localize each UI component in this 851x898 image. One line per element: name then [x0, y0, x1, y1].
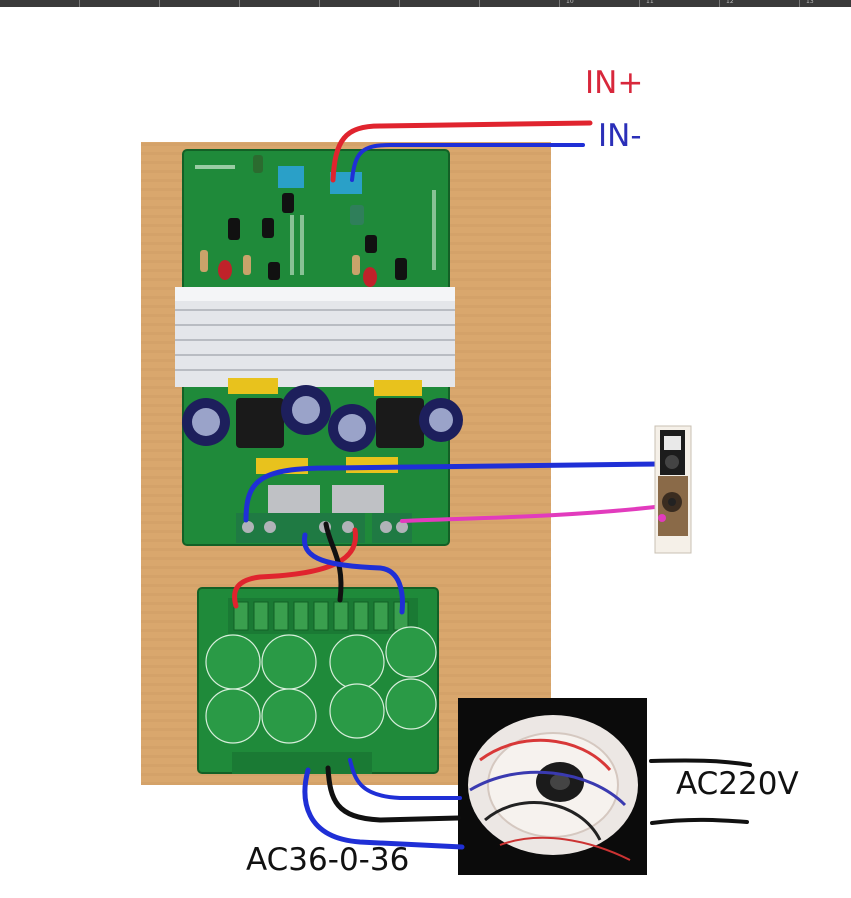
toroidal-transformer — [458, 698, 647, 875]
wire-in-minus — [350, 143, 585, 182]
ac-input-terminal — [232, 752, 372, 774]
filter-capacitor-footprint — [205, 626, 437, 744]
top-ruler: 10 11 12 13 — [0, 0, 851, 7]
input-positive-label: IN+ — [585, 65, 644, 101]
wire-secondary-b — [302, 767, 465, 850]
filter-capacitor — [332, 485, 384, 513]
wire-in-plus — [330, 120, 593, 183]
capacitor-icon — [228, 155, 407, 280]
wire-power-plus — [232, 527, 359, 609]
wire-secondary-a — [348, 758, 462, 800]
led-icon — [218, 260, 377, 287]
amplifier-pcb — [175, 149, 463, 546]
resistor-icon — [200, 250, 360, 275]
speaker-icon — [654, 425, 692, 554]
ruler-number: 10 — [566, 0, 574, 5]
ruler-number: 13 — [806, 0, 814, 5]
wire-secondary-ct — [325, 765, 461, 823]
large-capacitor-icon — [182, 385, 463, 452]
ruler-number: 12 — [726, 0, 734, 5]
wire-power-ground — [323, 521, 344, 603]
ruler-number: 11 — [646, 0, 654, 5]
mains-voltage-label: AC220V — [676, 766, 799, 802]
inductor — [236, 398, 284, 448]
input-negative-label: IN- — [598, 118, 642, 154]
wire-mains-l — [649, 758, 752, 767]
wire-speaker-plus — [400, 504, 666, 523]
relay — [228, 378, 278, 394]
wire-power-minus — [302, 532, 405, 615]
output-terminal-block — [236, 513, 412, 543]
secondary-voltage-label: AC36-0-36 — [246, 842, 410, 878]
wire-mains-n — [650, 817, 749, 825]
inductor — [376, 398, 424, 448]
wire-speaker-minus — [243, 461, 663, 523]
heatsink — [175, 287, 455, 387]
input-terminal-block — [278, 166, 304, 188]
power-supply-pcb — [197, 587, 439, 774]
relay — [374, 380, 422, 396]
filter-capacitor — [268, 485, 320, 513]
